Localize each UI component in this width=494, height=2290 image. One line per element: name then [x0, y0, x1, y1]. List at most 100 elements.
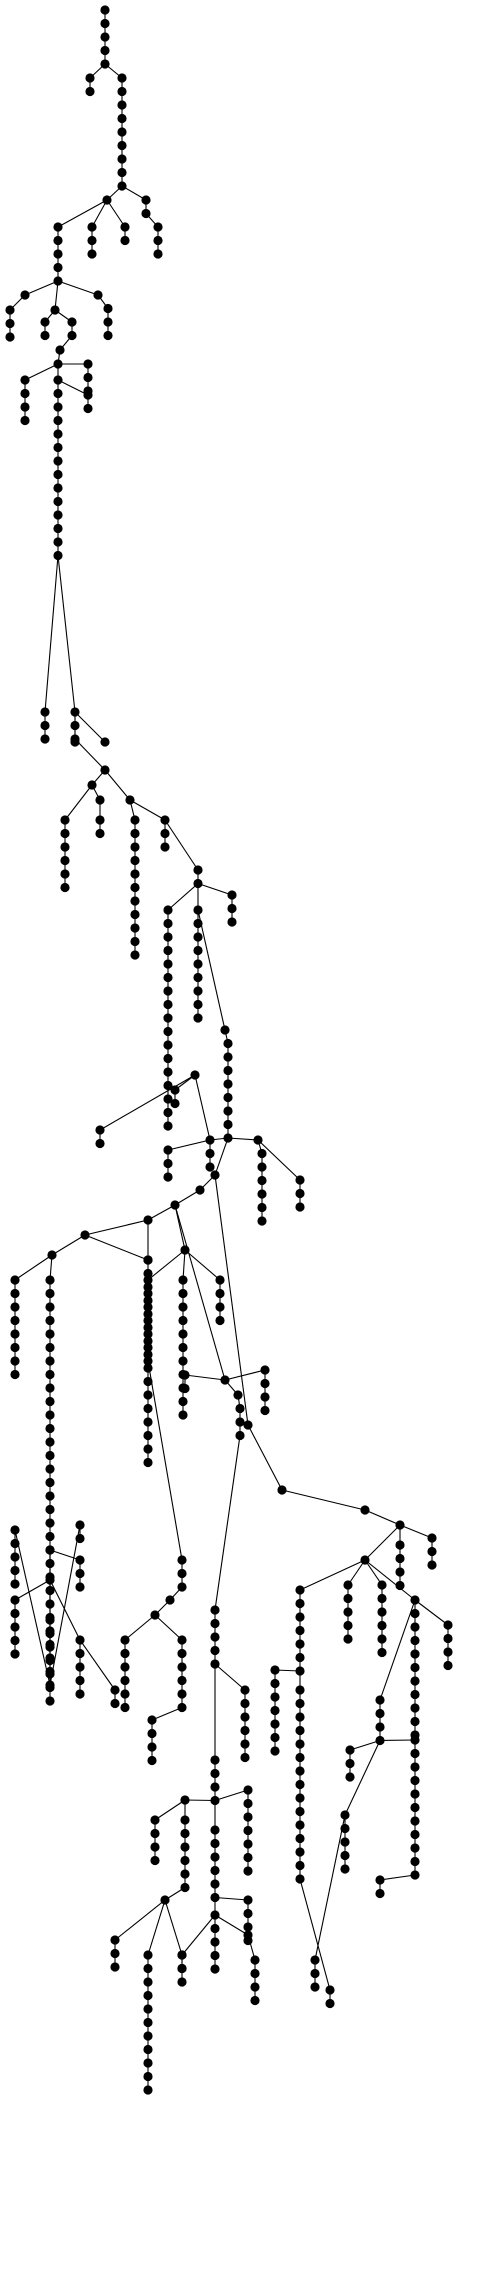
tree-node-363	[210, 1768, 220, 1779]
tree-node-478	[310, 1955, 320, 1965]
tree-edge-294	[364, 1509, 401, 1526]
tree-edge-387	[147, 1899, 166, 1956]
tree-edge-24	[106, 199, 126, 228]
tree-node-81	[60, 828, 70, 839]
tree-node-31	[53, 276, 63, 286]
tree-node-362	[210, 1755, 220, 1765]
tree-node-340	[120, 1702, 130, 1713]
tree-node-159	[163, 1172, 173, 1182]
tree-edge-302	[364, 1524, 401, 1561]
tree-node-43	[103, 317, 113, 327]
tree-node-35	[5, 332, 15, 342]
tree-edge-238	[14, 1579, 51, 1601]
tree-node-82	[60, 842, 70, 852]
tree-node-0	[100, 5, 110, 15]
tree-node-157	[163, 1145, 173, 1155]
tree-node-260	[143, 1288, 153, 1299]
tree-node-203	[45, 1599, 55, 1609]
tree-node-46	[53, 359, 63, 369]
tree-node-465	[410, 1802, 420, 1813]
tree-node-77	[70, 734, 80, 744]
tree-node-480	[310, 1982, 320, 1992]
tree-node-78	[100, 765, 110, 775]
tree-edge-159	[194, 1074, 211, 1141]
tree-node-348	[147, 1728, 157, 1739]
tree-node-68	[53, 537, 63, 547]
tree-node-309	[377, 1580, 387, 1590]
tree-node-220	[143, 1390, 153, 1400]
tree-node-121	[163, 1107, 173, 1118]
tree-node-86	[95, 795, 105, 805]
tree-edge-281	[184, 1374, 226, 1381]
tree-node-135	[220, 1025, 230, 1035]
tree-node-368	[243, 1812, 253, 1822]
tree-node-11	[117, 127, 127, 137]
tree-node-404	[210, 1865, 220, 1876]
tree-node-342	[177, 1648, 187, 1659]
tree-node-369	[243, 1825, 253, 1836]
tree-node-337	[120, 1662, 130, 1672]
tree-node-181	[45, 1302, 55, 1312]
tree-node-249	[45, 1682, 55, 1693]
tree-node-219	[143, 1376, 153, 1387]
tree-node-452	[295, 1874, 305, 1884]
tree-node-288	[233, 1390, 243, 1400]
tree-node-170	[47, 1250, 57, 1260]
tree-node-163	[95, 1125, 105, 1135]
tree-node-381	[180, 1855, 190, 1866]
tree-node-152	[257, 1202, 267, 1213]
tree-node-250	[45, 1696, 55, 1706]
tree-node-148	[257, 1148, 267, 1159]
tree-node-352	[210, 1618, 220, 1629]
tree-node-476	[340, 1850, 350, 1861]
tree-node-289	[235, 1403, 245, 1414]
tree-node-59	[53, 415, 63, 426]
tree-edge-258	[147, 1249, 186, 1281]
tree-node-430	[295, 1666, 305, 1676]
tree-node-351	[210, 1605, 220, 1615]
tree-node-438	[295, 1685, 305, 1695]
tree-edge-470	[379, 1874, 416, 1881]
tree-node-2	[100, 32, 110, 42]
tree-edge-31	[24, 280, 59, 296]
tree-node-311	[377, 1607, 387, 1617]
tree-edge-103	[164, 819, 199, 871]
tree-edge-355	[214, 1663, 246, 1691]
tree-node-307	[343, 1620, 353, 1631]
tree-node-64	[53, 483, 63, 493]
tree-node-259	[143, 1275, 153, 1285]
tree-node-4	[100, 59, 110, 69]
tree-node-113	[163, 999, 173, 1010]
tree-node-421	[250, 1968, 260, 1979]
tree-node-405	[210, 1879, 220, 1889]
tree-node-435	[270, 1719, 280, 1729]
tree-node-10	[117, 113, 127, 124]
tree-edge-384	[114, 1899, 166, 1941]
tree-node-191	[45, 1437, 55, 1447]
tree-edge-16	[121, 185, 147, 201]
tree-node-331	[177, 1568, 187, 1579]
tree-node-350	[147, 1755, 157, 1766]
tree-node-158	[163, 1158, 173, 1169]
tree-node-473	[340, 1810, 350, 1820]
tree-node-19	[153, 222, 163, 232]
tree-node-58	[53, 402, 63, 412]
tree-node-422	[250, 1982, 260, 1992]
tree-node-30	[53, 262, 63, 273]
tree-node-175	[10, 1329, 20, 1339]
tree-node-412	[210, 1923, 220, 1934]
tree-node-110	[163, 959, 173, 969]
tree-node-164	[95, 1138, 105, 1149]
tree-node-441	[295, 1725, 305, 1736]
tree-node-367	[243, 1798, 253, 1809]
tree-node-357	[240, 1698, 250, 1709]
tree-node-239	[10, 1595, 20, 1605]
tree-edge-209	[84, 1234, 149, 1261]
tree-node-147	[253, 1135, 263, 1145]
tree-node-190	[45, 1423, 55, 1434]
tree-node-449	[295, 1833, 305, 1844]
tree-edge-314	[364, 1559, 416, 1601]
tree-node-229	[10, 1525, 20, 1535]
tree-node-139	[223, 1079, 233, 1089]
tree-edge-291	[214, 1174, 249, 1426]
